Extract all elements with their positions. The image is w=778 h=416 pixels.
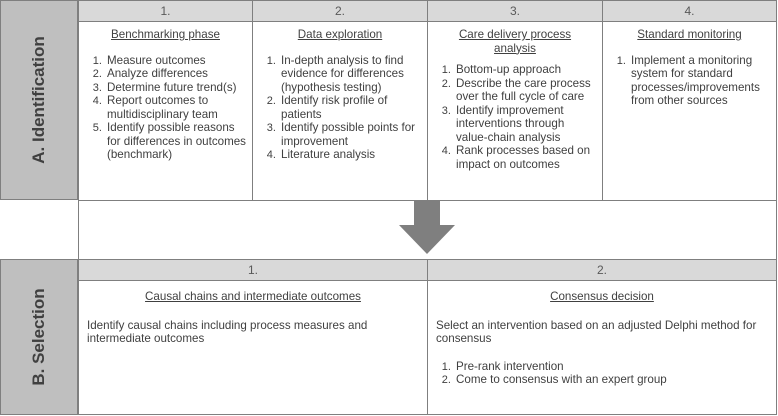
care-delivery-cell: Care delivery process analysis Bottom-up…	[427, 21, 603, 201]
list-item: Implement a monitoring system for standa…	[629, 54, 772, 108]
list-item: Identify risk profile of patients	[279, 94, 423, 121]
list-item: Rank processes based on impact on outcom…	[454, 144, 598, 171]
causal-chains-text: Identify causal chains including process…	[87, 318, 368, 346]
list-item: Identify improvement interventions throu…	[454, 104, 598, 145]
list-item: Describe the care process over the full …	[454, 77, 598, 104]
list-item: Identify possible reasons for difference…	[105, 121, 248, 162]
causal-chains-title: Causal chains and intermediate outcomes	[145, 290, 361, 303]
list-item: Pre-rank intervention	[454, 360, 772, 374]
section-b-header-2: 2.	[427, 259, 777, 281]
list-item: Measure outcomes	[105, 54, 248, 68]
section-a-header-4: 4.	[602, 0, 777, 22]
list-item: Analyze differences	[105, 67, 248, 81]
list-item: Report outcomes to multidisciplinary tea…	[105, 94, 248, 121]
data-exploration-list: In-depth analysis to find evidence for d…	[253, 54, 427, 162]
consensus-decision-text: Select an intervention based on an adjus…	[436, 318, 757, 346]
benchmarking-phase-cell: Benchmarking phase Measure outcomes Anal…	[78, 21, 253, 201]
list-item: In-depth analysis to find evidence for d…	[279, 54, 423, 95]
benchmarking-phase-title: Benchmarking phase	[111, 28, 220, 41]
section-a-header-3: 3.	[427, 0, 603, 22]
transition-band	[78, 200, 777, 260]
down-arrow-icon	[399, 201, 455, 254]
section-a-label: A. Identification	[29, 36, 48, 164]
list-item: Determine future trend(s)	[105, 81, 248, 95]
consensus-decision-list: Pre-rank intervention Come to consensus …	[428, 360, 776, 387]
care-delivery-title: Care delivery process analysis	[458, 28, 572, 55]
consensus-decision-cell: Consensus decision Select an interventio…	[427, 280, 777, 415]
data-exploration-cell: Data exploration In-depth analysis to fi…	[252, 21, 428, 201]
standard-monitoring-title: Standard monitoring	[637, 28, 742, 41]
consensus-decision-title: Consensus decision	[550, 290, 654, 303]
list-item: Literature analysis	[279, 148, 423, 162]
standard-monitoring-list: Implement a monitoring system for standa…	[603, 54, 776, 108]
care-delivery-list: Bottom-up approach Describe the care pro…	[428, 63, 602, 171]
section-b-label: B. Selection	[29, 288, 48, 386]
list-item: Bottom-up approach	[454, 63, 598, 77]
benchmarking-phase-list: Measure outcomes Analyze differences Det…	[79, 54, 252, 162]
standard-monitoring-cell: Standard monitoring Implement a monitori…	[602, 21, 777, 201]
list-item: Identify possible points for improvement	[279, 121, 423, 148]
section-a-side-panel: A. Identification	[0, 0, 78, 200]
data-exploration-title: Data exploration	[297, 28, 383, 41]
section-b-side-panel: B. Selection	[0, 259, 78, 415]
section-a-header-2: 2.	[252, 0, 428, 22]
section-b-header-1: 1.	[78, 259, 428, 281]
list-item: Come to consensus with an expert group	[454, 373, 772, 387]
section-a-header-1: 1.	[78, 0, 253, 22]
causal-chains-cell: Causal chains and intermediate outcomes …	[78, 280, 428, 415]
